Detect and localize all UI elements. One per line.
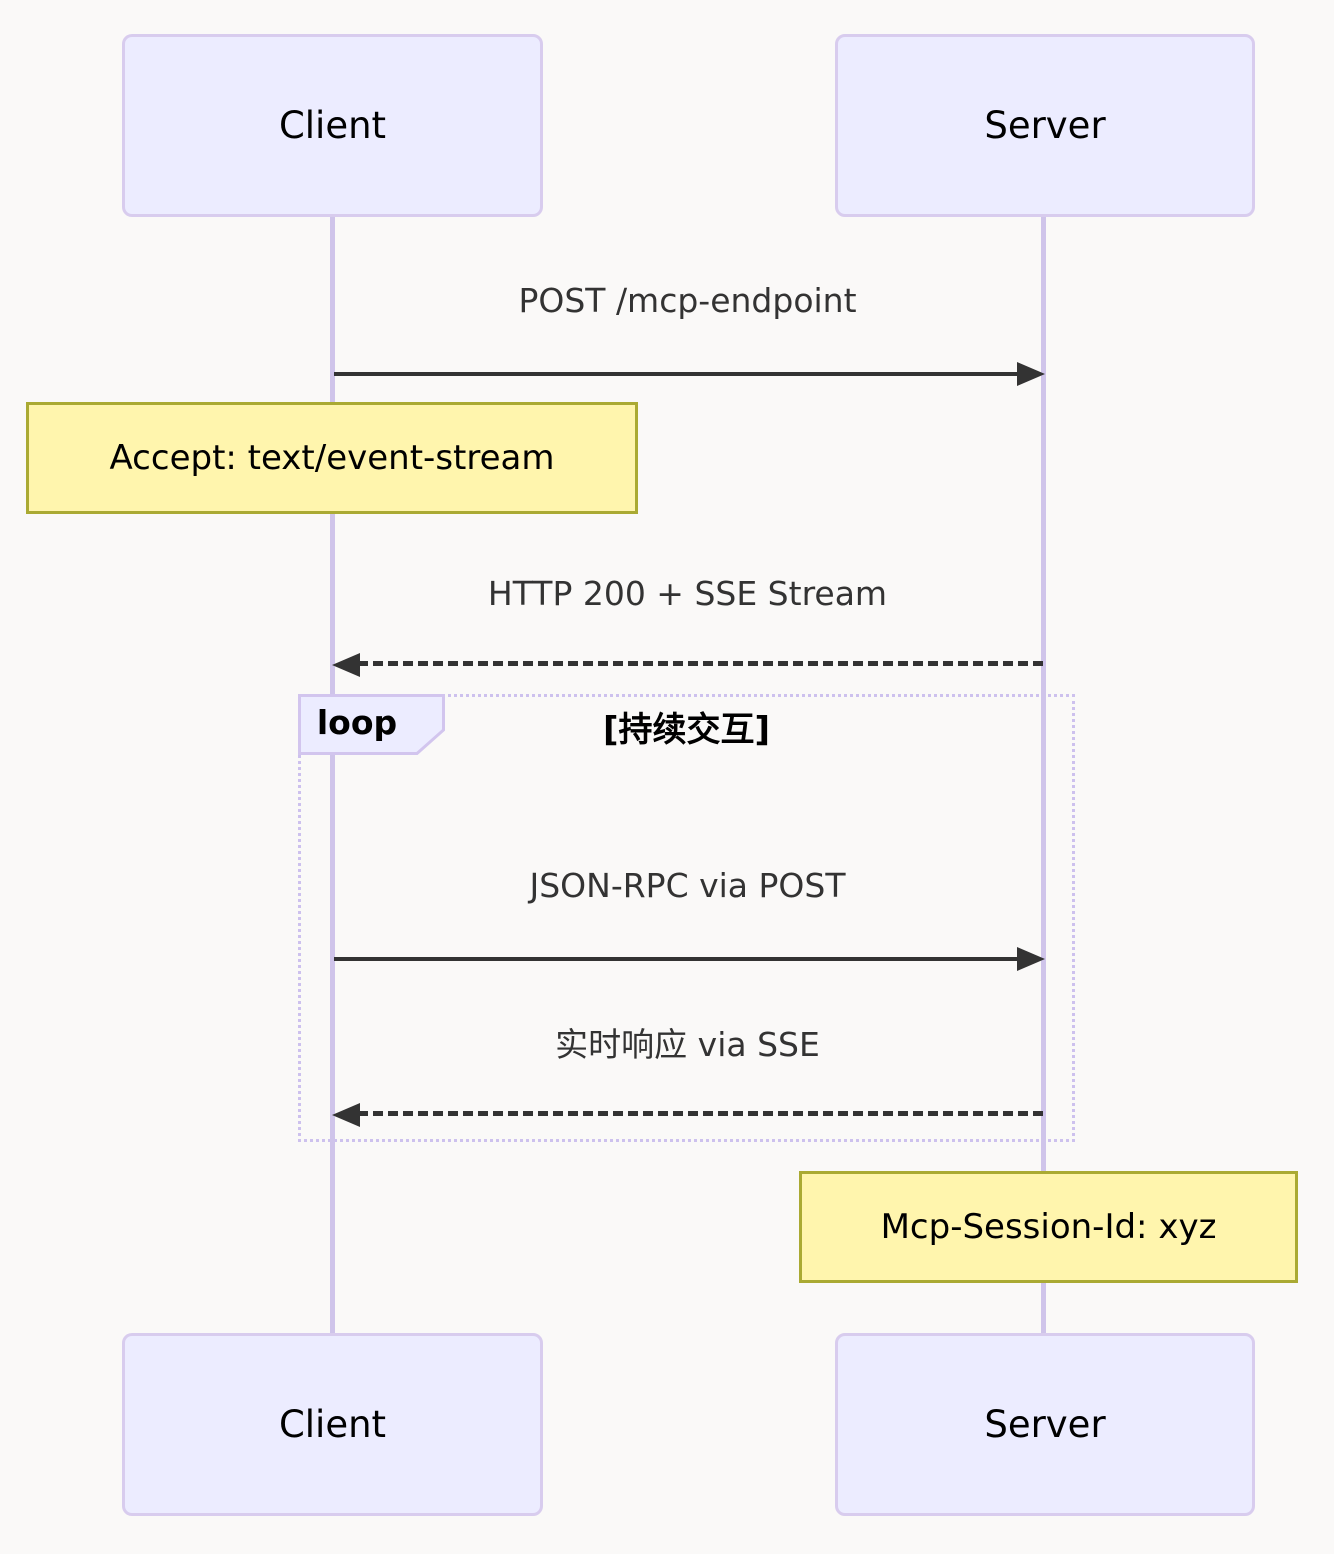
lifeline-server (1041, 217, 1046, 1334)
loop-label-text: loop (316, 703, 398, 742)
loop-label: loop (298, 694, 445, 755)
actor-server-bottom-label: Server (984, 1403, 1106, 1446)
arrow-shaft (358, 1111, 1043, 1116)
message-label-post-endpoint: POST /mcp-endpoint (518, 280, 857, 320)
note-session-id: Mcp-Session-Id: xyz (799, 1171, 1298, 1283)
arrow-shaft (358, 661, 1043, 666)
actor-client-top: Client (122, 34, 543, 217)
actor-client-bottom-label: Client (278, 1403, 387, 1446)
actor-server-bottom: Server (835, 1333, 1255, 1516)
note-accept-header-text: Accept: text/event-stream (109, 438, 555, 478)
actor-server-top-label: Server (984, 104, 1106, 147)
arrow-shaft (334, 372, 1019, 376)
loop-condition: [持续交互] (602, 709, 771, 750)
note-accept-header: Accept: text/event-stream (26, 402, 638, 514)
arrowhead-left-icon (332, 1103, 360, 1127)
arrow-shaft (334, 957, 1019, 961)
message-label-http200: HTTP 200 + SSE Stream (487, 573, 888, 613)
arrowhead-right-icon (1017, 947, 1045, 971)
arrowhead-right-icon (1017, 362, 1045, 386)
loop-label-shape (298, 694, 445, 755)
actor-client-bottom: Client (122, 1333, 543, 1516)
note-session-id-text: Mcp-Session-Id: xyz (880, 1207, 1217, 1247)
actor-client-top-label: Client (278, 104, 387, 147)
lifeline-client (330, 217, 335, 1334)
loop-frame (298, 694, 1075, 1142)
actor-server-top: Server (835, 34, 1255, 217)
arrowhead-left-icon (332, 653, 360, 677)
message-label-jsonrpc: JSON-RPC via POST (529, 865, 846, 905)
message-label-sse-response: 实时响应 via SSE (555, 1025, 820, 1064)
